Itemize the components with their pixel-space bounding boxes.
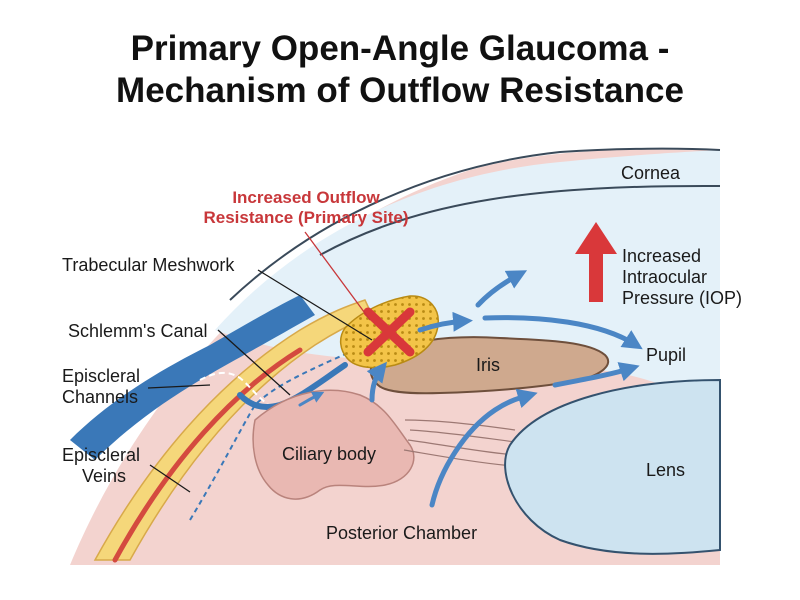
aqueous-flow-arrows: [298, 270, 643, 508]
label-lens: Lens: [646, 460, 685, 480]
cornea-outer-line: [229, 147, 721, 301]
label-pupil: Pupil: [646, 345, 686, 365]
flow-arrow-sclera: [298, 391, 325, 407]
label-resistance-line-1: Increased Outflow: [232, 188, 380, 207]
label-trabecular-meshwork: Trabecular Meshwork: [62, 255, 235, 275]
label-iop-line-3: Pressure (IOP): [622, 288, 742, 308]
cornea-inner-line: [319, 184, 721, 256]
leader-schlemm: [217, 329, 291, 396]
outflow-block-marker: [363, 307, 415, 357]
flow-arrow-to-pupil: [552, 362, 640, 388]
label-episcleral-veins-1: Episcleral: [62, 445, 140, 465]
leader-resistance: [304, 231, 371, 321]
episcleral-channel-highlight: [199, 372, 269, 405]
leader-trabecular: [257, 269, 373, 341]
label-schlemms-canal: Schlemm's Canal: [68, 321, 207, 341]
label-ciliary-body: Ciliary body: [282, 444, 376, 464]
drawing-frame: [70, 147, 721, 565]
diagram-title: Primary Open-Angle Glaucoma - Mechanism …: [0, 28, 800, 112]
leader-episcleral-veins: [149, 464, 191, 493]
lens-shape: [504, 378, 721, 555]
label-resistance-line-2: Resistance (Primary Site): [203, 208, 408, 227]
flow-arrow-anterior: [482, 315, 643, 350]
leader-lines: [147, 231, 373, 493]
aqueous-outflow-dashed: [189, 351, 351, 521]
label-iop-line-1: Increased: [622, 246, 701, 266]
label-iop-line-2: Intraocular: [622, 267, 707, 287]
label-episcleral-channels-2: Channels: [62, 387, 138, 407]
title-line-2: Mechanism of Outflow Resistance: [116, 71, 684, 110]
flow-arrow-posterior: [429, 388, 538, 508]
title-line-1: Primary Open-Angle Glaucoma -: [130, 29, 670, 68]
leader-episcleral-channels: [147, 384, 211, 389]
flow-arrow-to-meshwork: [417, 311, 473, 333]
label-episcleral-veins-2: Veins: [82, 466, 126, 486]
episcleral-channel: [70, 295, 315, 460]
label-posterior-chamber: Posterior Chamber: [326, 523, 477, 543]
iop-up-arrow: [575, 222, 617, 302]
label-iris: Iris: [476, 355, 500, 375]
flow-arrow-upper: [475, 270, 528, 308]
label-cornea: Cornea: [621, 163, 681, 183]
label-episcleral-channels-1: Episcleral: [62, 366, 140, 386]
flow-arrow-ciliary-up: [366, 361, 387, 403]
episcleral-vein: [112, 347, 303, 563]
ciliary-body-shape: [252, 389, 415, 500]
